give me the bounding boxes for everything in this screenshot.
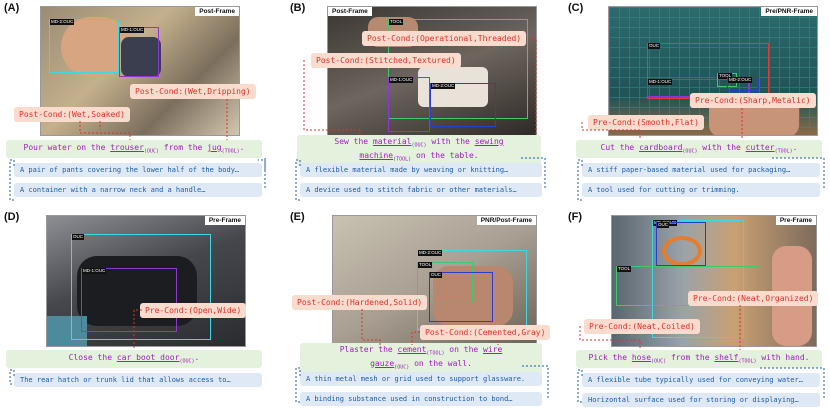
definition: A container with a narrow neck and a han…	[14, 183, 262, 197]
panel-b-label: (B)	[290, 2, 306, 14]
pre-condition-badge: Pre-Cond:(Neat,Coiled)	[584, 319, 700, 334]
definition: The rear hatch or trunk lid that allows …	[14, 373, 262, 387]
frame-tag: Pre-Frame	[204, 216, 245, 225]
post-condition-badge: Post-Cond:(Stitched,Textured)	[311, 53, 461, 68]
bbox: MD-2:OUC	[727, 77, 759, 91]
bbox: TOOL	[417, 262, 473, 302]
pre-condition-badge: Pre-Cond:(Sharp,Metalic)	[690, 93, 816, 108]
bbox: MD-1:OUC	[119, 27, 159, 77]
definition: A flexible material made by weaving or k…	[300, 163, 542, 177]
definition: A flexible tube typically used for conve…	[582, 373, 820, 387]
sleeve-shape	[47, 316, 87, 346]
definition: A thin metal mesh or grid used to suppor…	[300, 372, 542, 386]
pre-condition-badge: Pre-Cond:(Neat,Organized)	[688, 291, 819, 306]
panel-d-label: (D)	[4, 211, 20, 223]
definition: A stiff paper-based material used for pa…	[582, 163, 820, 177]
bbox: MD-1:OUC	[81, 268, 177, 332]
definition: Horizontal surface used for storing or d…	[582, 393, 820, 407]
panel-f-label: (F)	[568, 211, 583, 223]
panel-e-photo: PNR/Post-Frame MD-2:OUC TOOL OUC	[332, 215, 537, 345]
post-condition-badge: Post-Cond:(Operational,Threaded)	[362, 31, 527, 46]
jug-shape	[121, 37, 161, 77]
definition: A pair of pants covering the lower half …	[14, 163, 262, 177]
bbox: OUC	[429, 272, 493, 322]
panel-a-label: (A)	[4, 2, 20, 14]
bbox: MD-1:OUC	[388, 77, 430, 132]
bbox: TOOL	[388, 19, 528, 119]
post-condition-badge: Post-Cond:(Cemented,Gray)	[420, 325, 551, 340]
pre-condition-badge: Pre-Cond:(Open,Wide)	[140, 303, 247, 318]
frame-tag: PNR/Post-Frame	[476, 216, 536, 225]
bbox: OUC	[656, 222, 706, 266]
definition: A device used to stitch fabric or other …	[300, 183, 542, 197]
hose-coil-shape	[662, 236, 702, 266]
instruction: Pour water on the trouser(OUC) from the …	[6, 140, 262, 158]
instruction: Close the car boot door(OUC).	[6, 350, 262, 368]
definition: A tool used for cutting or trimming.	[582, 183, 820, 197]
instruction: Pick the hose(OUC) from the shelf(TOOL) …	[576, 350, 822, 368]
panel-e-label: (E)	[290, 211, 305, 223]
pre-condition-badge: Pre-Cond:(Smooth,Flat)	[588, 115, 704, 130]
frame-tag: Pre-Frame	[775, 216, 816, 225]
panel-b-photo: Post-Frame TOOL MD-1:OUC MD-2:OUC	[327, 6, 537, 136]
bbox: TOOL	[616, 266, 758, 306]
post-condition-badge: Post-Cond:(Wet,Soaked)	[14, 107, 130, 122]
bbox: MD-2:OUC	[430, 83, 496, 127]
frame-tag: Post-Frame	[195, 7, 239, 16]
hand-shape	[433, 266, 513, 326]
panel-d-photo: Pre-Frame OUC MD-1:OUC	[46, 215, 246, 347]
panel-c-label: (C)	[568, 2, 584, 14]
instruction: Cut the cardboard(OUC) with the cutter(T…	[576, 140, 822, 158]
definition: A binding substance used in construction…	[300, 392, 542, 406]
bbox: MD-2:OUC	[49, 19, 119, 73]
frame-tag: Pre/PNR-Frame	[761, 7, 817, 16]
post-condition-badge: Post-Cond:(Wet,Dripping)	[130, 84, 256, 99]
post-condition-badge: Post-Cond:(Hardened,Solid)	[292, 295, 428, 310]
frame-tag: Post-Frame	[328, 7, 372, 16]
